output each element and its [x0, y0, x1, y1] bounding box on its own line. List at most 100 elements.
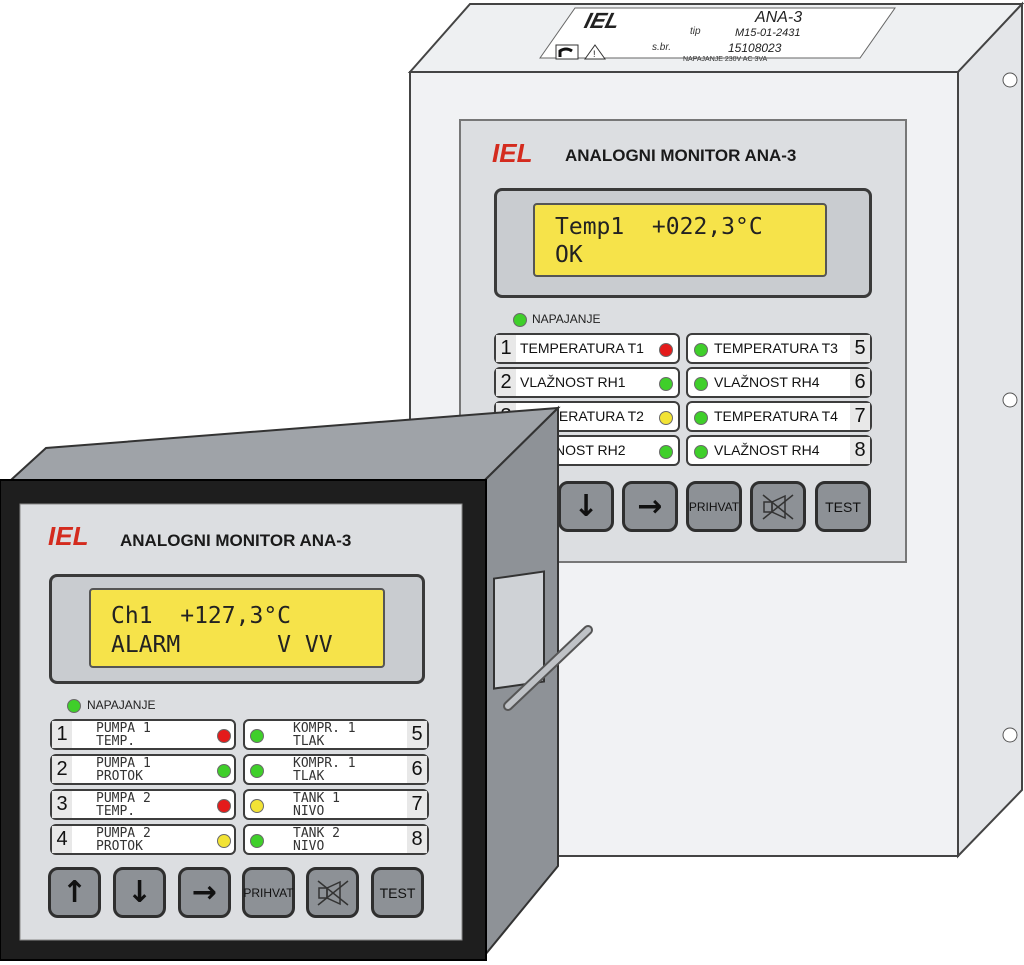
mute-horn-icon — [317, 879, 348, 906]
front-test-button[interactable]: TEST — [371, 867, 424, 918]
rear-channel-7: TEMPERATURA T4 7 — [686, 401, 872, 432]
channel-label-line1: TANK 2 — [293, 826, 340, 841]
nameplate-power: NAPAJANJE 230V AC 3VA — [683, 56, 768, 63]
front-lcd-line2: ALARM V VV — [111, 632, 333, 658]
channel-label-line2: PROTOK — [96, 839, 143, 854]
prihvat-label: PRIHVAT — [243, 885, 294, 900]
arrow-up-icon: ↑ — [61, 874, 88, 910]
front-lcd-line1: Ch1 +127,3°C — [111, 603, 292, 629]
prihvat-label: PRIHVAT — [688, 499, 740, 514]
front-brand-logo: IEL — [48, 521, 89, 551]
front-mute-button[interactable] — [306, 867, 359, 918]
channel-status-led — [217, 729, 231, 743]
front-up-button[interactable]: ↑ — [48, 867, 101, 918]
channel-status-led — [694, 445, 708, 459]
channel-number: 4 — [52, 826, 72, 853]
channel-status-led — [250, 799, 264, 813]
channel-number: 1 — [496, 335, 516, 362]
nameplate-serial: 15108023 — [728, 41, 782, 55]
arrow-right-icon: → — [191, 874, 218, 910]
rear-down-button[interactable]: ↓ — [558, 481, 614, 532]
channel-status-led — [694, 411, 708, 425]
channel-label: VLAŽNOST RH4 — [714, 442, 820, 458]
rear-channel-1: 1 TEMPERATURA T1 — [494, 333, 680, 364]
channel-status-led — [694, 377, 708, 391]
front-lcd-display: Ch1 +127,3°C ALARM V VV — [89, 588, 385, 668]
nameplate-model: ANA-3 — [755, 9, 803, 26]
channel-label: VLAŽNOST RH1 — [520, 374, 626, 390]
channel-label-line1: TANK 1 — [293, 791, 340, 806]
channel-number: 5 — [407, 721, 427, 748]
test-label: TEST — [825, 498, 861, 515]
front-right-button[interactable]: → — [178, 867, 231, 918]
rear-device-title: ANALOGNI MONITOR ANA-3 — [565, 146, 797, 165]
channel-status-led — [250, 764, 264, 778]
nameplate-code: M15-01-2431 — [735, 27, 801, 39]
channel-label-line1: PUMPA 1 — [96, 756, 151, 771]
channel-status-led — [694, 343, 708, 357]
rear-power-led — [513, 313, 527, 327]
channel-number: 5 — [850, 335, 870, 362]
channel-label: TEMPERATURA T4 — [714, 408, 838, 424]
channel-number: 6 — [407, 756, 427, 783]
channel-number: 7 — [850, 403, 870, 430]
front-prihvat-button[interactable]: PRIHVAT — [242, 867, 295, 918]
channel-label-line2: TEMP. — [96, 804, 136, 819]
channel-number: 1 — [52, 721, 72, 748]
channel-label-line2: TEMP. — [96, 734, 136, 749]
channel-number: 7 — [407, 791, 427, 818]
channel-label-line2: PROTOK — [96, 769, 143, 784]
rear-channel-2: 2 VLAŽNOST RH1 — [494, 367, 680, 398]
rear-channel-6: VLAŽNOST RH4 6 — [686, 367, 872, 398]
channel-status-led — [250, 834, 264, 848]
channel-label-line1: KOMPR. 1 — [293, 756, 356, 771]
channel-label-line1: PUMPA 2 — [96, 791, 151, 806]
channel-number: 3 — [52, 791, 72, 818]
rear-right-button[interactable]: → — [622, 481, 678, 532]
rear-test-button[interactable]: TEST — [815, 481, 871, 532]
rear-lcd-line1: Temp1 +022,3°C — [555, 214, 763, 240]
channel-status-led — [250, 729, 264, 743]
rear-mute-button[interactable] — [750, 481, 806, 532]
rear-brand-logo: IEL — [492, 138, 533, 168]
rear-lcd-line2: OK — [555, 242, 583, 268]
channel-label: TEMPERATURA T1 — [520, 340, 644, 356]
channel-label: TEMPERATURA T3 — [714, 340, 838, 356]
channel-number: 2 — [52, 756, 72, 783]
rear-prihvat-button[interactable]: PRIHVAT — [686, 481, 742, 532]
rear-channel-8: VLAŽNOST RH4 8 — [686, 435, 872, 466]
channel-label-line2: NIVO — [293, 804, 325, 819]
front-power-led — [67, 699, 81, 713]
channel-label-line1: KOMPR. 1 — [293, 721, 356, 736]
nameplate-tip: tip — [690, 26, 701, 37]
nameplate-serial-word: s.br. — [652, 42, 672, 53]
front-down-button[interactable]: ↓ — [113, 867, 166, 918]
channel-label-line1: PUMPA 2 — [96, 826, 151, 841]
channel-label-line2: TLAK — [293, 769, 325, 784]
svg-text:!: ! — [593, 49, 596, 59]
test-label: TEST — [379, 884, 416, 901]
channel-status-led — [217, 799, 231, 813]
channel-number: 8 — [850, 437, 870, 464]
front-power-label: NAPAJANJE — [87, 698, 156, 712]
channel-status-led — [659, 343, 673, 357]
warning-icon: ! — [555, 44, 606, 60]
channel-number: 6 — [850, 369, 870, 396]
channel-status-led — [217, 764, 231, 778]
